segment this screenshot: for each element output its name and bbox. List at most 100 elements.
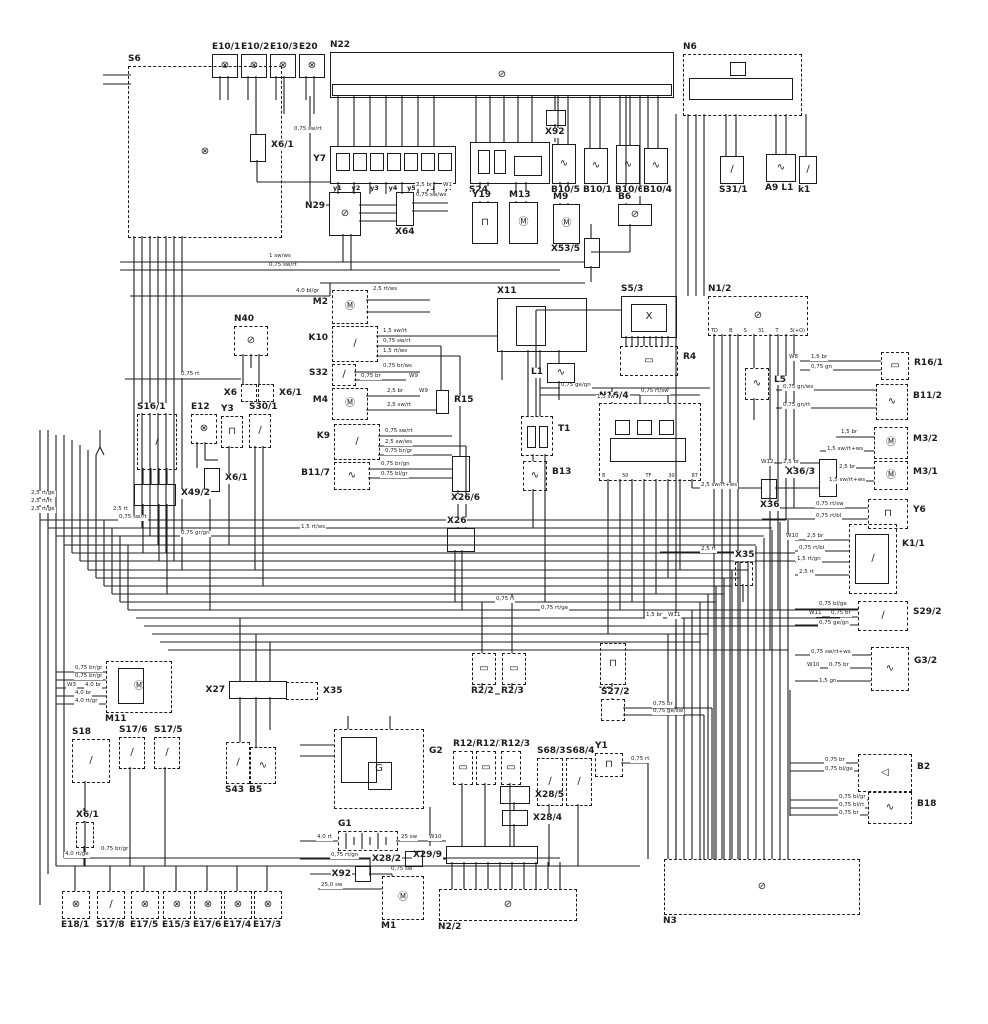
component-symbol-icon: Ⓜ (345, 398, 355, 409)
component-label: X28/2 (370, 854, 402, 865)
inner-box (353, 153, 367, 171)
wire-label: W11 (667, 612, 682, 619)
component-label: B10/4 (642, 185, 673, 196)
wire-label: 1 sw/ws (268, 253, 292, 260)
component-symbol-icon: Ⓜ (398, 892, 408, 903)
component-s17-6: ∕S17/6 (118, 725, 149, 769)
component-label: M13 (508, 190, 532, 201)
component-label: S5/3 (620, 284, 645, 295)
inner-box (421, 153, 435, 171)
component-label: S43 (224, 785, 246, 796)
inner-box (855, 534, 889, 584)
component-label: E17/5 (129, 920, 160, 931)
pin-label: TF (645, 473, 652, 479)
wire-label: 2,5 sw/rt+ws (700, 482, 739, 489)
component-symbol-icon: ∿ (752, 378, 762, 389)
component-n40: ⊘N40 (233, 314, 268, 356)
wire-label: 1,5 br (810, 354, 829, 361)
component-n16-4: N16/4850TF3087 (598, 391, 701, 481)
component-symbol-icon: ∕ (155, 436, 159, 447)
wire-label: 2,5 sw/ws (384, 439, 414, 446)
component-symbol-icon: ⊗ (278, 60, 288, 71)
component-symbol-icon: ∿ (559, 158, 569, 169)
wire-label: 0,75 sw/rt (268, 262, 298, 269)
component-symbol-icon: ▭ (644, 355, 654, 366)
component-label: X49/2 (180, 488, 212, 500)
component-label: L5 (773, 374, 787, 386)
pin-label: 3(+O) (789, 328, 805, 334)
component-e15-3: ⊗E15/3 (161, 891, 192, 931)
component-n3: ⊘N3 (662, 859, 860, 927)
component-g3-2: ∿G3/2 (871, 647, 939, 691)
wire-label: 0,75 br (838, 810, 860, 817)
component-x35l: X35 (286, 682, 344, 700)
component-label: B10/5 (550, 185, 581, 196)
wire-label: 2,5 rt (798, 569, 815, 576)
component-label: N29 (303, 201, 326, 213)
component-r15: R15 (436, 390, 475, 414)
wire-label: 2,5 rt (700, 546, 717, 553)
component-symbol-icon: Ⓜ (886, 437, 896, 448)
pin-label: y3 (370, 184, 379, 192)
component-x28-5: X28/5 (500, 786, 566, 804)
pin-label: y5 (407, 184, 416, 192)
component-a9l1: ∿A9 L1 (764, 154, 796, 194)
wire-label: 0,75 sw/rt (118, 514, 148, 521)
component-label: M3/1 (912, 466, 939, 478)
wire-label: 0,75 br (830, 610, 852, 617)
component-label: M11 (104, 714, 128, 725)
inner-box (615, 420, 630, 435)
component-r2-2: ▭R2/2 (470, 653, 496, 697)
wire-label: 0,75 br/gn (380, 461, 411, 468)
component-label: S6 (127, 54, 142, 65)
wire-label: 2,5 br (806, 533, 825, 540)
wire-label: 4,0 rt/ge (64, 851, 90, 858)
component-s17-5: ∕S17/5 (153, 725, 184, 769)
component-label: k1 (797, 185, 812, 196)
component-n29: ⊘ N29 (303, 192, 361, 236)
component-symbol-icon: ⊗ (233, 899, 243, 910)
inner-box (516, 306, 546, 346)
component-symbol-icon: ⊗ (199, 423, 209, 434)
component-b2: ◁B2 (858, 754, 932, 792)
component-label: S17/6 (118, 725, 149, 736)
component-b6: ⊘B6 (617, 192, 652, 226)
component-s68-4: ∕S68/4 (565, 746, 596, 806)
component-label: R16/1 (913, 357, 945, 369)
pin-label: T (775, 328, 779, 334)
component-x49-2: X49/2 (134, 484, 212, 506)
component-symbol-icon: ∿ (887, 396, 897, 407)
component-symbol-icon: ∿ (885, 663, 895, 674)
inner-box (341, 737, 377, 783)
pin-label: S (743, 328, 747, 334)
component-b10-4: ∿B10/4 (642, 148, 673, 196)
component-symbol-icon: ▭ (481, 762, 491, 773)
component-x61c: X6/1 (204, 468, 249, 492)
wire-label: 2,5 br (415, 182, 434, 189)
component-symbol-icon: ⊘ (340, 208, 350, 219)
component-label: X6/1 (224, 472, 249, 484)
component-symbol-icon: ∕ (353, 338, 357, 349)
wire-label: 2,5 sw/rt (386, 402, 413, 409)
inner-box (336, 153, 350, 171)
component-symbol-icon: ⊓ (605, 759, 613, 770)
pin-label: 50 (622, 473, 629, 479)
component-r12-1: ▭R12/1 (452, 739, 484, 785)
wire-label: 1,5 br (840, 429, 859, 436)
wire-label: 0,75 rt/gn (330, 852, 360, 859)
component-symbol-icon: ∕ (236, 757, 240, 768)
component-label: X35 (322, 685, 344, 697)
component-g1: G1 (337, 819, 398, 851)
component-label: Y3 (220, 404, 235, 415)
wire-label: 0,75 br (828, 662, 850, 669)
component-symbol-icon: ∿ (347, 470, 357, 481)
component-x61a: X6/1 (250, 134, 295, 162)
component-label: T1 (557, 424, 572, 436)
component-label: G1 (337, 819, 353, 830)
inner-box (689, 78, 793, 100)
component-label: S68/3 (536, 746, 567, 757)
component-label: X11 (496, 286, 518, 297)
wire-label: 0,75 bl/ge (824, 766, 854, 773)
